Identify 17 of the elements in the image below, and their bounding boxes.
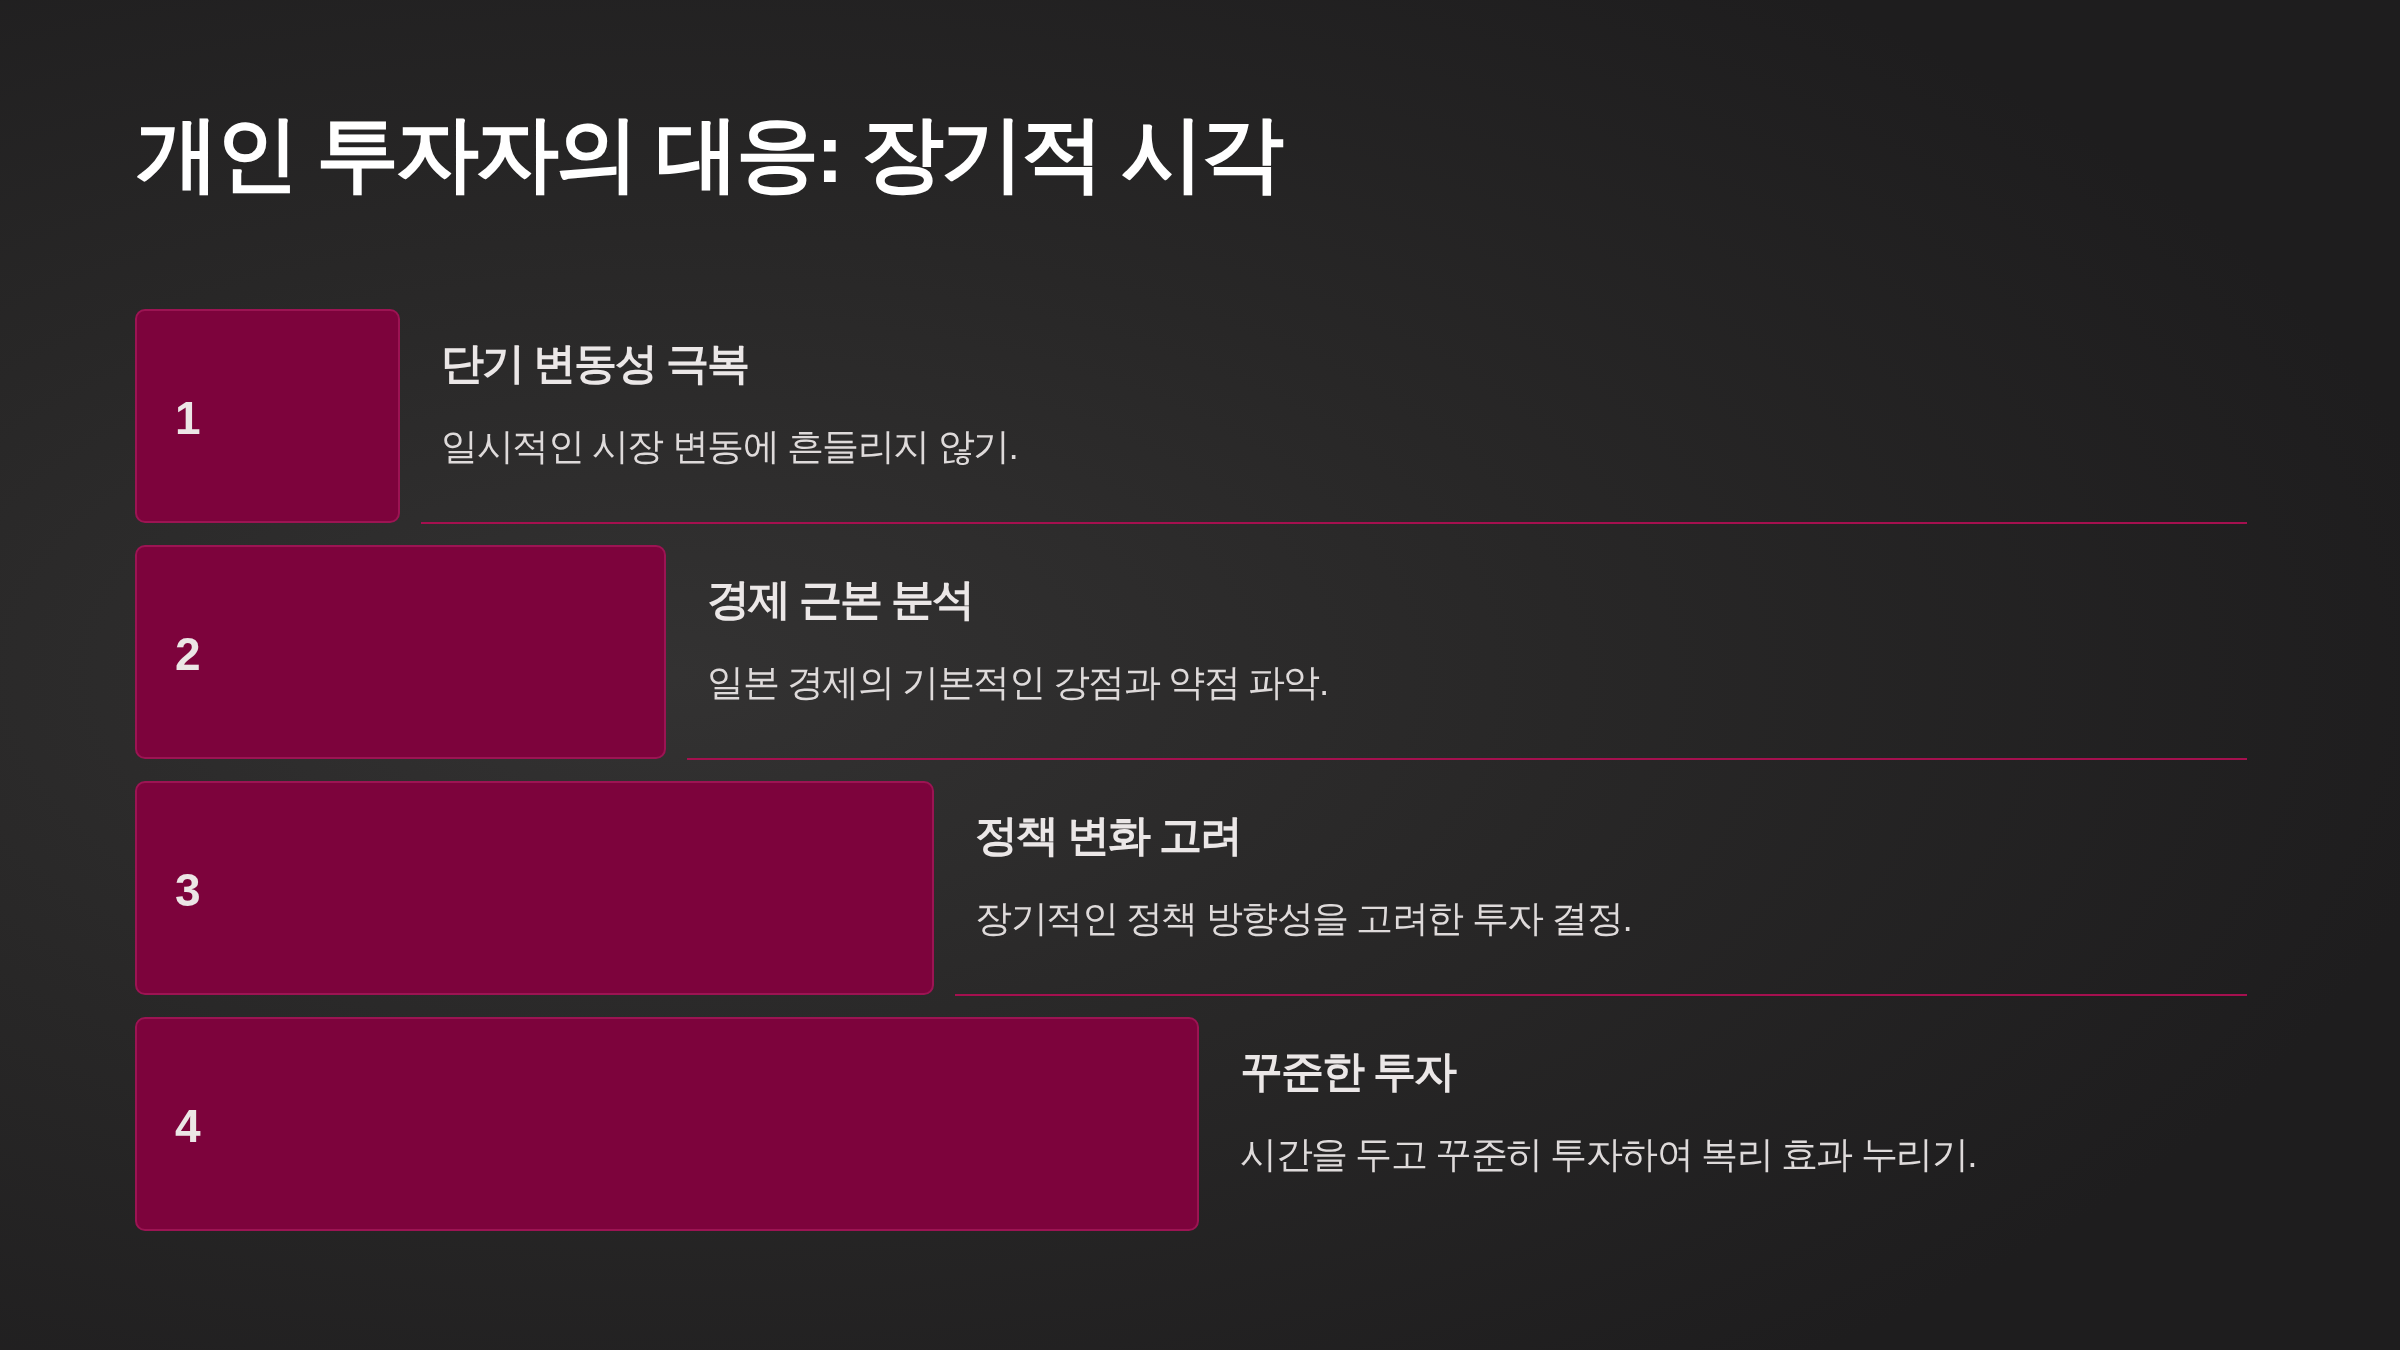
step-number: 2 [175,631,201,677]
step-description: 일본 경제의 기본적인 강점과 약점 파악. [707,661,1329,705]
step-number: 1 [175,395,201,441]
step-heading: 꾸준한 투자 [1240,1046,1457,1097]
step-description: 장기적인 정책 방향성을 고려한 투자 결정. [975,897,1633,941]
title: 개인 투자자의 대응: 장기적 시각 [136,106,1283,202]
step-box [135,309,400,523]
step-description: 일시적인 시장 변동에 흔들리지 않기. [441,425,1019,469]
step-heading: 정책 변화 고려 [975,810,1242,861]
step-heading: 경제 근본 분석 [707,574,974,625]
step-box [135,781,934,995]
step-heading: 단기 변동성 극복 [441,338,749,389]
step-box [135,1017,1199,1231]
step-box [135,545,666,759]
step-number: 3 [175,867,201,913]
step-description: 시간을 두고 꾸준히 투자하여 복리 효과 누리기. [1240,1133,1977,1177]
step-number: 4 [175,1103,201,1149]
